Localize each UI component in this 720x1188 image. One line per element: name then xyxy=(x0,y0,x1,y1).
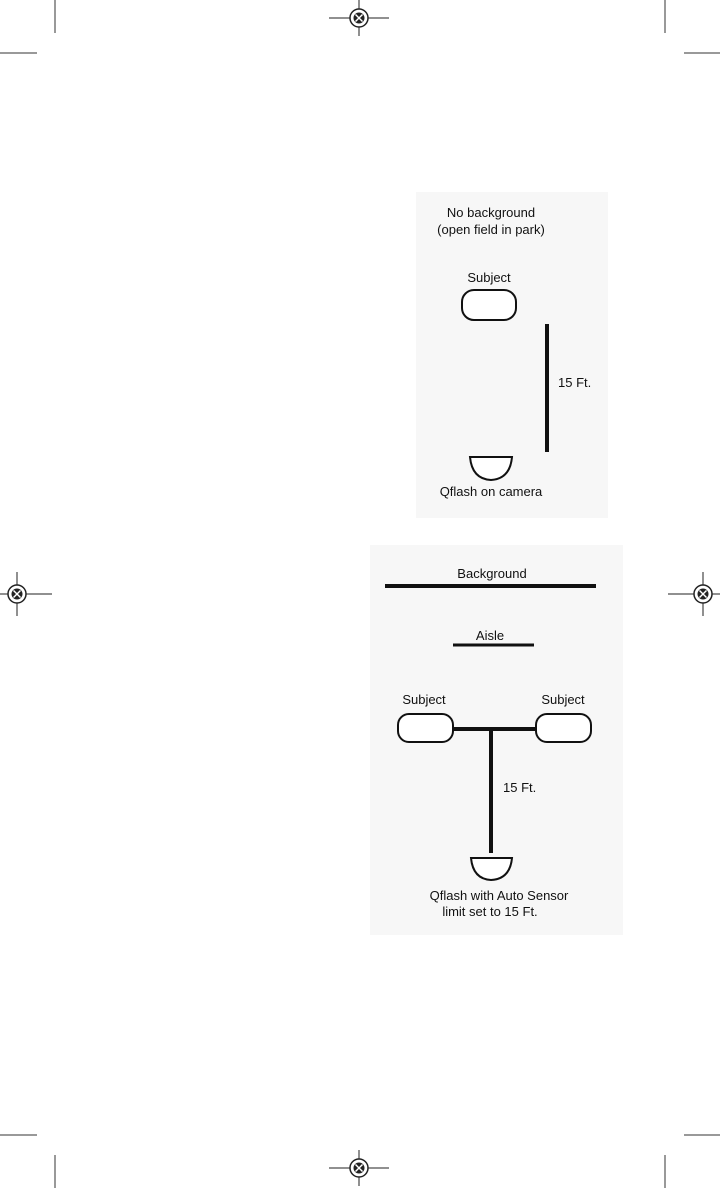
flash-limit-label: limit set to 15 Ft. xyxy=(420,904,560,919)
registration-target-icon xyxy=(329,0,389,36)
subject-right-shape xyxy=(536,714,591,742)
flash-label: Qflash on camera xyxy=(421,484,561,499)
open-field-label: (open field in park) xyxy=(416,222,566,237)
flash-icon xyxy=(470,457,512,480)
background-label: Background xyxy=(422,566,562,581)
no-background-label: No background xyxy=(416,205,566,220)
flash-label: Qflash with Auto Sensor xyxy=(414,888,584,903)
aisle-label: Aisle xyxy=(445,628,535,643)
registration-target-icon xyxy=(0,572,52,616)
subject-left-shape xyxy=(398,714,453,742)
subject-right-label: Subject xyxy=(527,692,599,707)
distance-label: 15 Ft. xyxy=(503,780,536,795)
registration-target-icon xyxy=(329,1150,389,1186)
subject-label: Subject xyxy=(439,270,539,285)
registration-target-icon xyxy=(668,572,720,616)
top-diagram xyxy=(462,290,547,480)
subject-shape xyxy=(462,290,516,320)
distance-label: 15 Ft. xyxy=(558,375,591,390)
subject-left-label: Subject xyxy=(388,692,460,707)
flash-icon xyxy=(471,858,512,880)
